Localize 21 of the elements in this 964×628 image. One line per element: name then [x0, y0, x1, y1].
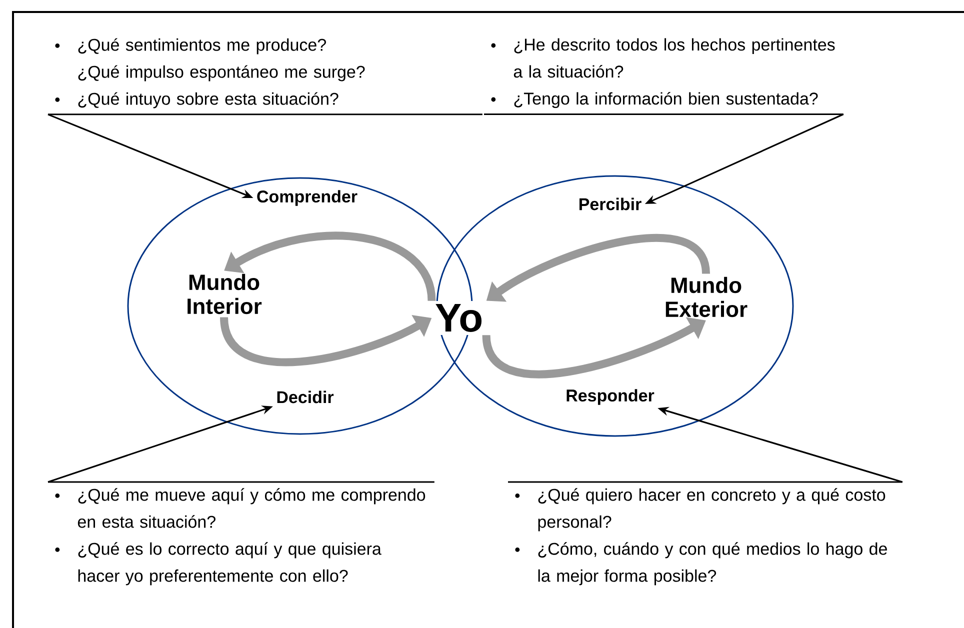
question-list: ¿Qué quiero hacer en concreto y a qué costo personal? ¿Cómo, cuándo y con qué medios lo hago de la mejor forma posible? — [508, 481, 902, 586]
stage-label: Responder — [566, 389, 654, 405]
stage-label: Comprender — [257, 190, 358, 206]
question-list: ¿Qué me mueve aquí y cómo me comprendo en esta situación? ¿Qué es lo correcto aquí y que quisiera hacer yo preferentemente con ello? — [48, 481, 434, 586]
node-label: ¿Cómo, cuándo y con qué medios lo hago de la mejor forma posible? — [538, 542, 887, 586]
node-label: ¿Qué intuyo sobre esta situación? — [78, 92, 338, 108]
world-label: Mundo Exterior — [666, 276, 748, 318]
question-list: ¿Qué sentimientos me produce? ¿Qué impulso espontáneo me surge? ¿Qué intuyo sobre esta situación? — [48, 38, 482, 116]
question-list: ¿He descrito todos los hechos pertinentes a la situación? ¿Tengo la información bien sustentada? — [484, 38, 844, 115]
node-label: ¿He descrito todos los hechos pertinentes a la situación? — [514, 38, 835, 78]
world-label: Mundo Interior — [188, 274, 262, 314]
node-label: ¿Qué me mueve aquí y cómo me comprendo en esta situación? — [78, 488, 426, 528]
node-label: ¿Qué impulso espontáneo me surge? — [78, 65, 365, 82]
stage-label: Percibir — [580, 198, 642, 210]
center-label: Yo — [432, 301, 486, 335]
ellipse — [436, 175, 794, 437]
node-label: ¿Qué quiero hacer en concreto y a qué costo personal? — [538, 488, 886, 532]
node-label: ¿Qué es lo correcto aquí y que quisiera hacer yo preferentemente con ello? — [78, 542, 382, 586]
node-label: ¿Tengo la información bien sustentada? — [514, 92, 818, 108]
node-label: ¿Qué sentimientos me produce? — [78, 38, 326, 54]
stage-label: Decidir — [277, 390, 334, 404]
